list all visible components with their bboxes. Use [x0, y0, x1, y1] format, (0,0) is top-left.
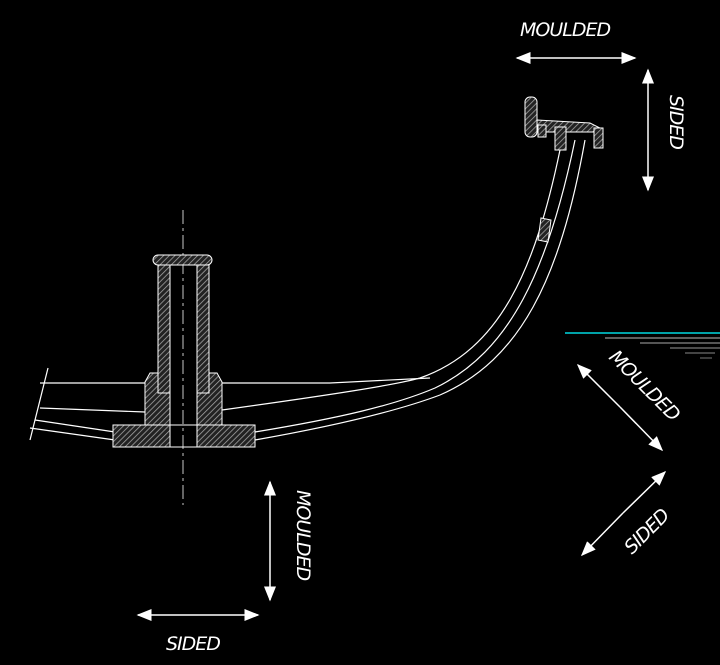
diag-arrow-b: [619, 406, 664, 452]
right-sided-label: SIDED: [665, 95, 687, 149]
post-cap: [152, 254, 213, 266]
diag-arrow-c: [622, 470, 667, 514]
diag-arrow-d: [580, 512, 624, 557]
diag-arrow-a: [576, 363, 621, 408]
diag-moulded-label: MOULDED: [604, 346, 684, 426]
post-wall-right: [196, 264, 210, 394]
flange-left: [112, 424, 171, 448]
bottom-sided-label: SIDED: [166, 633, 220, 655]
waterline: [565, 332, 720, 359]
gunwale-detail: [524, 96, 604, 243]
post-wall-left: [157, 264, 171, 394]
hull-frame: [29, 139, 586, 441]
flange-right: [196, 424, 256, 448]
bottom-moulded-label: MOULDED: [292, 490, 314, 580]
diag-sided-label: SIDED: [620, 505, 674, 559]
mast-step-post: [112, 210, 256, 505]
top-moulded-label: MOULDED: [520, 19, 610, 41]
